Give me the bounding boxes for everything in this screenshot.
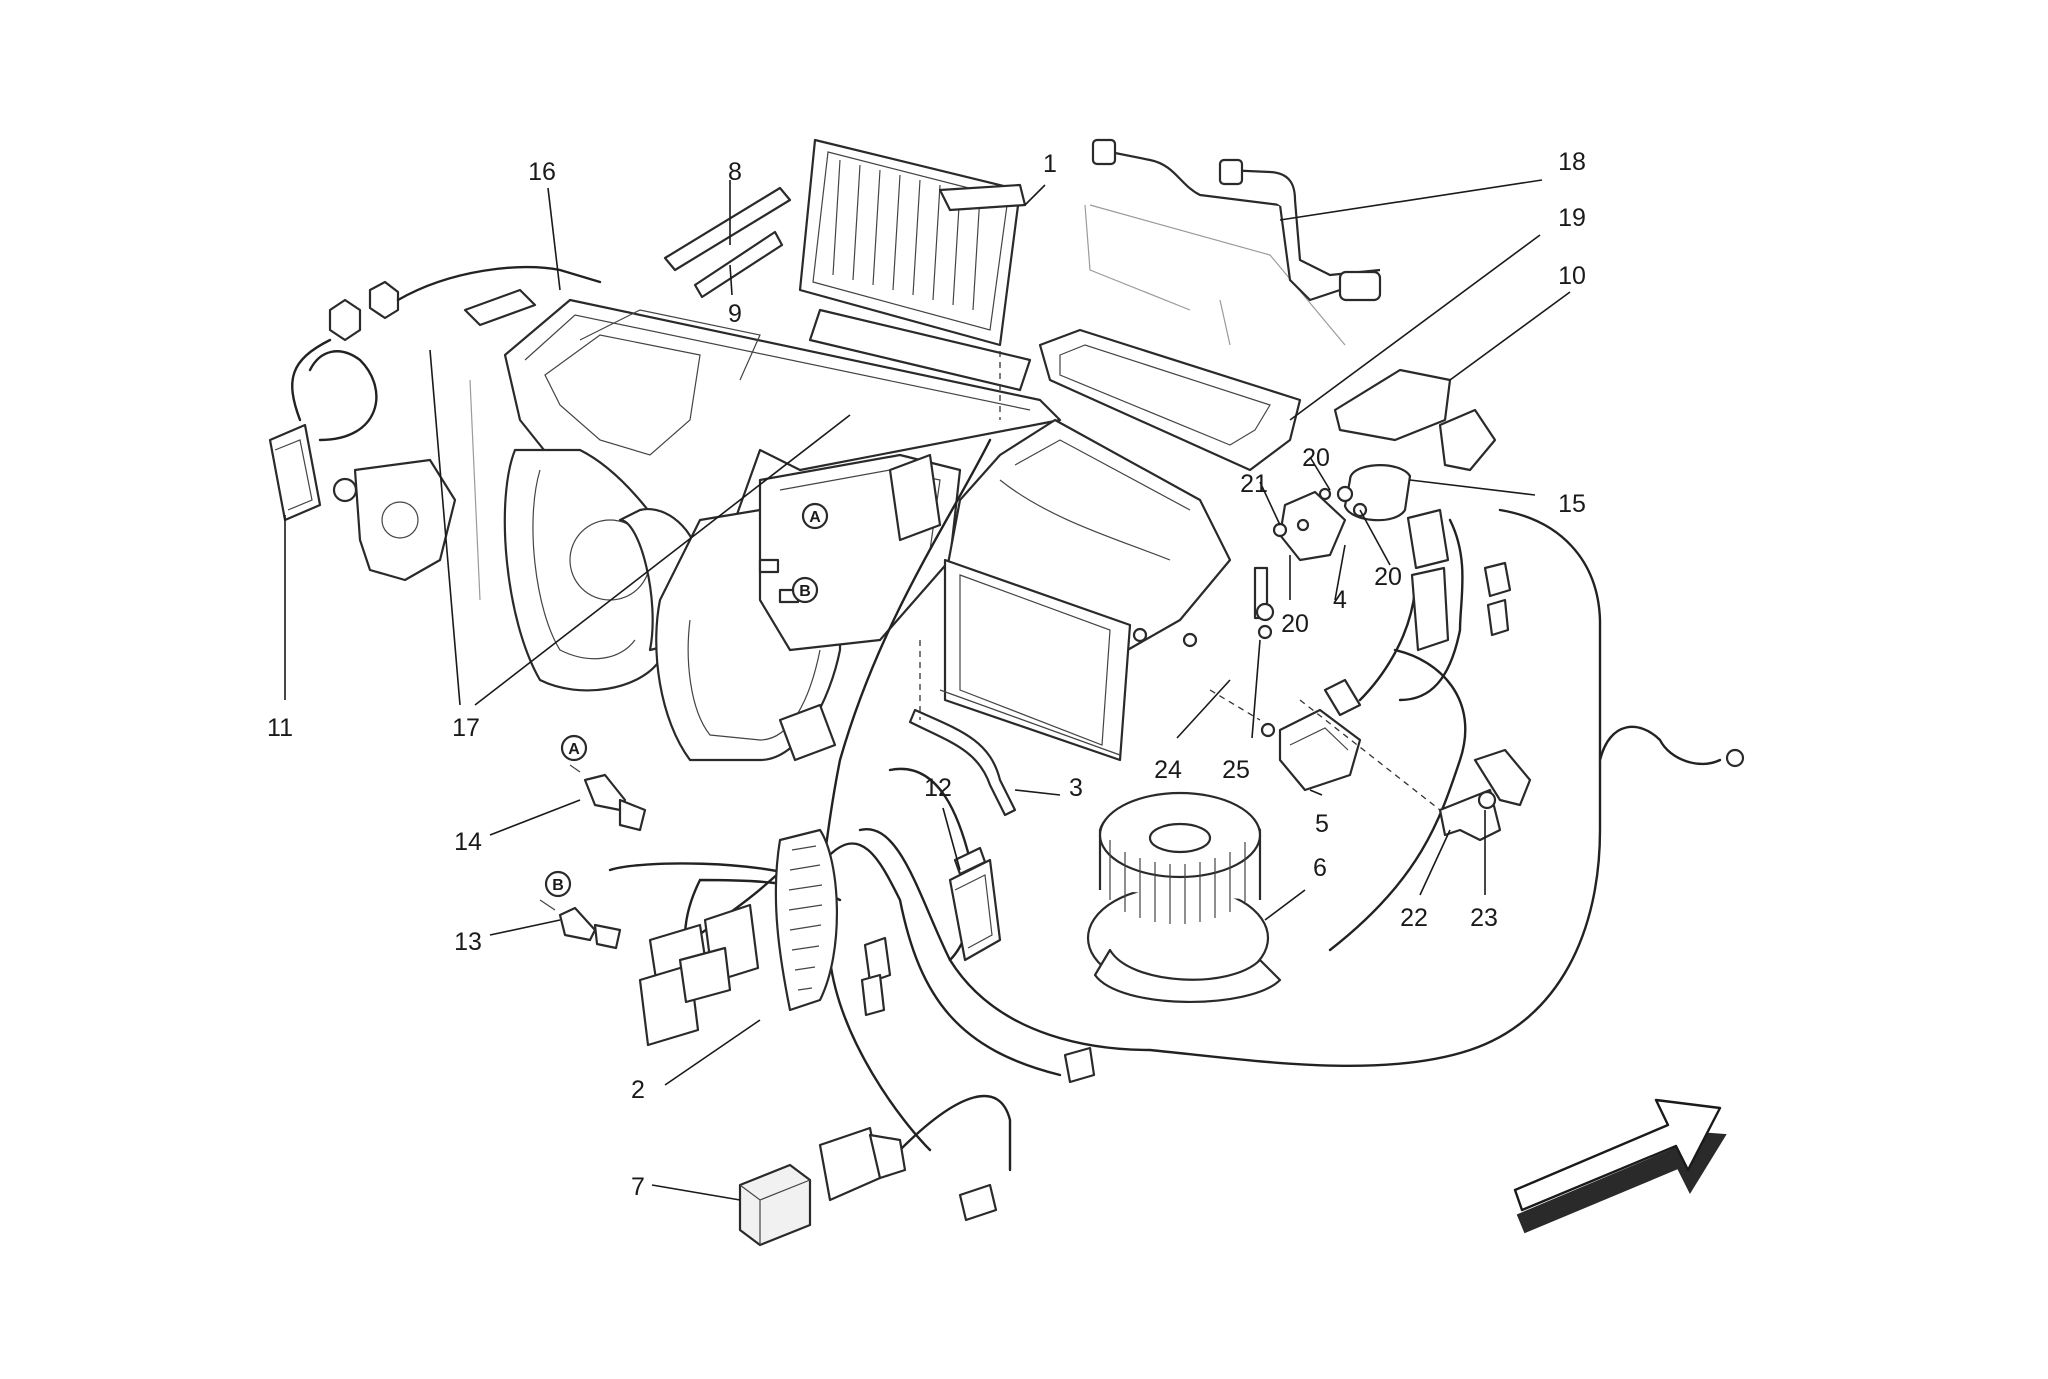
wiring-harness xyxy=(608,438,1722,1172)
callout-labels: 1 2 3 4 5 6 7 8 9 10 11 12 13 14 15 16 1… xyxy=(267,148,1586,1201)
callout-12: 12 xyxy=(924,774,952,802)
temperature-sensors xyxy=(539,764,647,950)
marker-a-label: A xyxy=(809,509,821,526)
callout-4: 4 xyxy=(1333,586,1347,614)
background-guide-lines xyxy=(469,204,1346,601)
callout-1: 1 xyxy=(1043,150,1057,178)
callout-6: 6 xyxy=(1313,854,1327,882)
callout-17: 17 xyxy=(452,714,480,742)
direction-arrow-icon xyxy=(1513,1098,1727,1234)
callout-21: 21 xyxy=(1240,470,1268,498)
callout-18: 18 xyxy=(1558,148,1586,176)
leader-lines xyxy=(284,179,1571,1201)
cabin-filter xyxy=(798,138,1032,392)
callout-20-top: 20 xyxy=(1302,444,1330,472)
callout-3: 3 xyxy=(1069,774,1083,802)
blower-motor xyxy=(1086,791,1282,1003)
callout-11: 11 xyxy=(267,714,293,742)
callout-16: 16 xyxy=(528,158,556,186)
expansion-valve-group xyxy=(1253,464,1412,640)
callout-19: 19 xyxy=(1558,204,1586,232)
callout-15: 15 xyxy=(1558,490,1586,518)
callout-23: 23 xyxy=(1470,904,1498,932)
control-module xyxy=(948,846,1002,962)
refrigerant-pipes xyxy=(1091,138,1382,302)
assembly-guides xyxy=(919,340,1441,811)
callout-8: 8 xyxy=(728,158,742,186)
reference-marker-a: A A xyxy=(560,502,829,762)
callout-24: 24 xyxy=(1154,756,1182,784)
reference-marker-b: B B xyxy=(544,576,819,898)
callout-7: 7 xyxy=(631,1173,645,1201)
foam-seals xyxy=(463,186,1497,472)
callout-5: 5 xyxy=(1315,810,1329,838)
blower-resistor xyxy=(1260,678,1362,792)
callout-14: 14 xyxy=(454,828,482,856)
callout-20-right: 20 xyxy=(1374,563,1402,591)
marker-b-label-sensor: B xyxy=(552,877,564,894)
marker-a-label-sensor: A xyxy=(568,741,580,758)
callout-13: 13 xyxy=(454,928,482,956)
callout-9: 9 xyxy=(728,300,742,328)
marker-b-label: B xyxy=(799,583,811,600)
callout-25: 25 xyxy=(1222,756,1250,784)
flap-actuator xyxy=(268,265,602,582)
callout-10: 10 xyxy=(1558,262,1586,290)
hvac-housing xyxy=(503,298,1232,762)
drain-hose xyxy=(908,708,1017,817)
relay-and-socket xyxy=(738,1126,907,1247)
connectors xyxy=(638,508,1745,1222)
callout-2: 2 xyxy=(631,1076,645,1104)
callout-22: 22 xyxy=(1400,904,1428,932)
callout-20-bottom: 20 xyxy=(1281,610,1309,638)
